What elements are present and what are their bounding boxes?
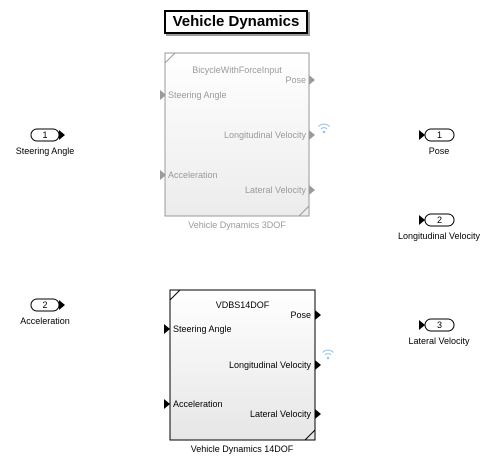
block-3dof-input-label-acceleration: Acceleration [168, 170, 218, 180]
block-vehicle-dynamics-3dof[interactable] [160, 52, 315, 217]
block-14dof-corner-bottom-right [304, 429, 316, 441]
block-3dof-output-label-lateral: Lateral Velocity [244, 185, 306, 195]
block-3dof-header: BicycleWithForceInput [192, 65, 282, 75]
inport-1-number: 1 [42, 130, 48, 140]
outport-3[interactable] [419, 318, 455, 332]
wireless-signal-icon [322, 349, 334, 360]
block-14dof-corner-top-left [169, 289, 181, 301]
inport-2-output-arrow[interactable] [59, 300, 65, 310]
wireless-signal-icon [318, 123, 330, 134]
outport-1-label[interactable]: Pose [428, 146, 450, 156]
block-3dof-corner-top-left [164, 52, 176, 64]
block-3dof-output-label-longitudinal: Longitudinal Velocity [223, 130, 306, 140]
inport-1-label[interactable]: Steering Angle [15, 146, 75, 156]
outport-1-number: 1 [436, 130, 442, 140]
outport-2-number: 2 [436, 215, 442, 225]
block-3dof-input-arrow-steering[interactable] [160, 90, 166, 100]
outport-3-input-arrow[interactable] [419, 320, 425, 330]
block-14dof-input-label-acceleration: Acceleration [173, 399, 223, 409]
outport-3-number: 3 [436, 320, 442, 330]
block-14dof-input-label-steering: Steering Angle [173, 324, 232, 334]
inport-2[interactable] [30, 298, 65, 312]
outport-1-input-arrow[interactable] [419, 130, 425, 140]
block-14dof-input-arrow-steering[interactable] [164, 324, 170, 334]
block-3dof-input-label-steering: Steering Angle [168, 90, 227, 100]
inport-1-output-arrow[interactable] [59, 130, 65, 140]
block-14dof-output-label-longitudinal: Longitudinal Velocity [228, 360, 311, 370]
block-3dof-input-arrow-acceleration[interactable] [160, 170, 166, 180]
block-3dof-output-label-pose: Pose [285, 75, 306, 85]
block-14dof-name[interactable]: Vehicle Dynamics 14DOF [190, 444, 294, 454]
inport-2-number: 2 [42, 300, 48, 310]
block-3dof-corner-bottom-right [298, 205, 310, 217]
block-vehicle-dynamics-14dof[interactable] [164, 289, 321, 441]
block-3dof-body[interactable] [164, 52, 310, 217]
outport-3-body[interactable] [424, 318, 455, 332]
block-14dof-body[interactable] [169, 289, 316, 441]
block-14dof-output-label-pose: Pose [290, 310, 311, 320]
block-14dof-output-arrow-lateral[interactable] [315, 409, 321, 419]
model-title: Vehicle Dynamics [164, 10, 308, 34]
block-3dof-output-arrow-pose[interactable] [309, 75, 315, 85]
block-14dof-header: VDBS14DOF [215, 300, 270, 310]
outport-2-input-arrow[interactable] [419, 215, 425, 225]
block-3dof-name[interactable]: Vehicle Dynamics 3DOF [188, 220, 286, 230]
inport-1[interactable] [30, 128, 65, 142]
outport-1[interactable] [419, 128, 455, 142]
outport-3-label[interactable]: Lateral Velocity [408, 336, 470, 346]
block-14dof-output-arrow-longitudinal[interactable] [315, 360, 321, 370]
outport-1-body[interactable] [424, 128, 455, 142]
outport-2-label[interactable]: Longitudinal Velocity [397, 231, 481, 241]
outport-2[interactable] [419, 213, 455, 227]
inport-2-label[interactable]: Acceleration [20, 316, 70, 326]
block-3dof-output-arrow-longitudinal[interactable] [309, 130, 315, 140]
block-14dof-input-arrow-acceleration[interactable] [164, 399, 170, 409]
outport-2-body[interactable] [424, 213, 455, 227]
block-3dof-output-arrow-lateral[interactable] [309, 185, 315, 195]
block-14dof-output-arrow-pose[interactable] [315, 310, 321, 320]
block-14dof-output-label-lateral: Lateral Velocity [249, 409, 311, 419]
